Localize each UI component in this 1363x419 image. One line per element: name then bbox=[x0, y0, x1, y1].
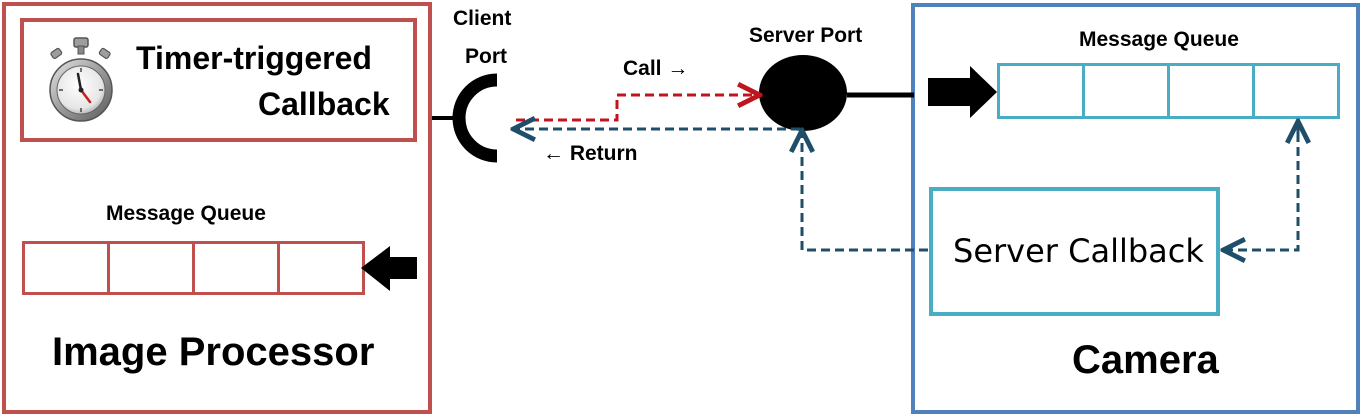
image-processor-queue-input-arrow bbox=[361, 246, 417, 291]
call-label: Call → bbox=[623, 57, 689, 80]
camera-message-queue bbox=[997, 63, 1340, 119]
timer-callback-label-line2: Callback bbox=[258, 86, 390, 122]
queue-slot bbox=[1085, 66, 1170, 116]
image-processor-queue-label: Message Queue bbox=[106, 202, 266, 225]
camera-queue-label: Message Queue bbox=[1079, 28, 1239, 51]
server-callback-label: Server Callback bbox=[953, 232, 1204, 270]
server-port bbox=[759, 55, 847, 131]
return-label: ← Return bbox=[543, 142, 638, 165]
server-port-label: Server Port bbox=[749, 24, 863, 47]
queue-slot bbox=[1170, 66, 1255, 116]
server-callback-to-port-arrow bbox=[802, 133, 928, 252]
camera-title: Camera bbox=[1072, 338, 1219, 382]
client-port-socket bbox=[452, 73, 498, 163]
timer-callback-label-line1: Timer-triggered bbox=[136, 40, 372, 76]
queue-slot bbox=[1000, 66, 1085, 116]
client-port-label-line1: Client bbox=[453, 7, 512, 30]
queue-slot bbox=[110, 244, 195, 292]
camera-panel bbox=[911, 3, 1360, 414]
stopwatch-icon bbox=[49, 37, 113, 122]
client-port-label-line2: Port bbox=[465, 45, 507, 68]
image-processor-title: Image Processor bbox=[52, 330, 375, 374]
queue-slot bbox=[195, 244, 280, 292]
queue-to-callback-arrow bbox=[1226, 133, 1300, 250]
timer-callback-box bbox=[20, 18, 417, 142]
image-processor-panel bbox=[2, 2, 432, 414]
camera-queue-input-arrow bbox=[928, 66, 997, 118]
queue-slot bbox=[25, 244, 110, 292]
server-callback-box bbox=[929, 187, 1220, 316]
call-arrow bbox=[516, 95, 757, 122]
